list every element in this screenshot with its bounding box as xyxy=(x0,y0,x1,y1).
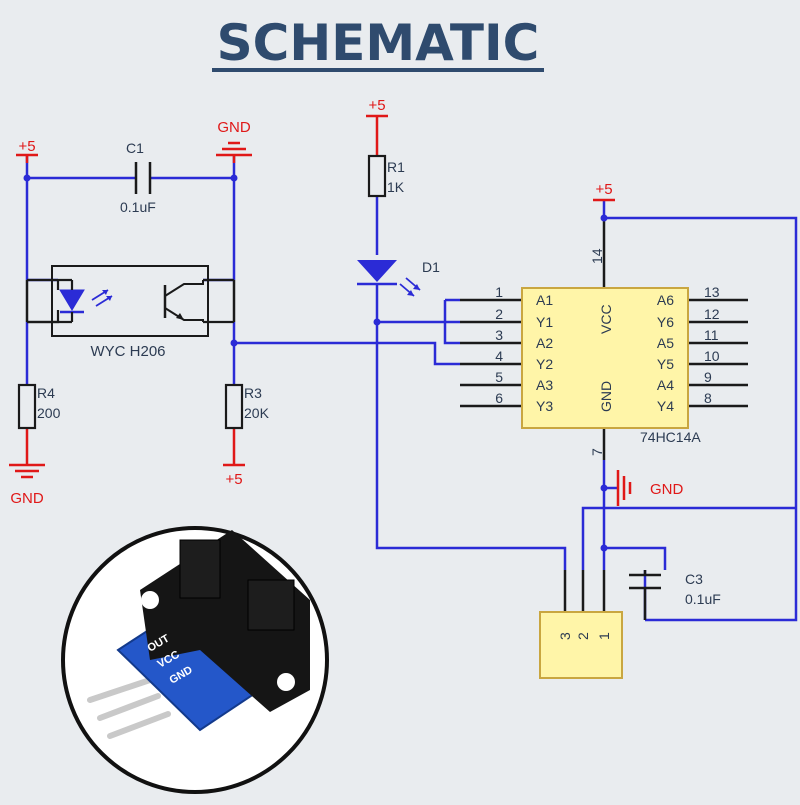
wire-gnd-to-c3 xyxy=(604,546,667,570)
gnd-symbol-top: GND xyxy=(216,119,252,163)
module-pins xyxy=(87,677,171,739)
gnd-label: GND xyxy=(217,119,251,136)
ic-pin-number: 3 xyxy=(495,327,503,343)
ic-vcc-pin: 14 xyxy=(589,248,605,264)
pin-leads xyxy=(25,218,748,612)
ic-pin-name: Y2 xyxy=(536,356,553,372)
ic-pin-number: 9 xyxy=(704,369,712,385)
resistor-r1: R1 1K xyxy=(367,154,405,198)
r3-value: 20K xyxy=(244,405,270,421)
connector-pin-number: 3 xyxy=(557,632,573,640)
vcc-label: +5 xyxy=(18,138,35,155)
r4-value: 200 xyxy=(37,405,61,421)
ic-pin-number: 1 xyxy=(495,284,503,300)
junction-dot xyxy=(600,214,608,222)
vcc-symbol-r1: +5 xyxy=(366,97,388,156)
ic-pin-name: A1 xyxy=(536,292,553,308)
vcc-symbol-ic: +5 xyxy=(593,181,615,202)
junction-dot xyxy=(373,318,381,326)
vcc-label: +5 xyxy=(225,471,242,488)
gnd-label: GND xyxy=(10,490,44,507)
junction-dot xyxy=(600,484,608,492)
ic-gnd-label: GND xyxy=(598,381,614,412)
ic-pin-name: Y3 xyxy=(536,398,553,414)
c1-value: 0.1uF xyxy=(120,199,156,215)
ic-pin-name: A6 xyxy=(657,292,674,308)
wire-d1-to-connector xyxy=(375,285,567,570)
ic-pin-number: 4 xyxy=(495,348,503,364)
r3-ref: R3 xyxy=(244,385,262,401)
ic-pin-number: 5 xyxy=(495,369,503,385)
r4-ref: R4 xyxy=(37,385,55,401)
ic-pin-number: 2 xyxy=(495,306,503,322)
c3-ref: C3 xyxy=(685,571,703,587)
ic-pin-number: 8 xyxy=(704,390,712,406)
wire-vcc-rail xyxy=(602,200,798,622)
wire-output-to-a2 xyxy=(234,341,460,366)
sensor-tower-left xyxy=(179,539,221,599)
mount-hole xyxy=(277,673,295,691)
capacitor-c3: C3 0.1uF xyxy=(629,570,721,620)
ic-pin-name: Y5 xyxy=(657,356,674,372)
vcc-label: +5 xyxy=(595,181,612,198)
junction-dot xyxy=(230,174,238,182)
ic-pin-name: A4 xyxy=(657,377,674,393)
r1-ref: R1 xyxy=(387,159,405,175)
vcc-symbol-r3: +5 xyxy=(223,428,245,488)
d1-ref: D1 xyxy=(422,259,440,275)
gnd-symbol-r4: GND xyxy=(9,428,45,507)
gnd-symbol-ic: GND xyxy=(616,470,684,506)
ic-pin-number: 6 xyxy=(495,390,503,406)
ic-pin-number: 12 xyxy=(704,306,720,322)
page-title: SCHEMATIC xyxy=(217,14,540,72)
ic-pin-name: Y1 xyxy=(536,314,553,330)
mount-hole xyxy=(141,591,159,609)
vcc-label: +5 xyxy=(368,97,385,114)
vcc-symbol-topleft: +5 xyxy=(16,138,38,163)
ic-ref: 74HC14A xyxy=(640,429,701,445)
r1-value: 1K xyxy=(387,179,405,195)
wire-a1-loop xyxy=(443,298,460,345)
connector-pin-number: 1 xyxy=(596,632,612,640)
ic-pin-number: 13 xyxy=(704,284,720,300)
led-icon xyxy=(357,260,397,282)
connector-pin-number: 2 xyxy=(575,632,591,640)
sensor-tower-right xyxy=(247,579,295,631)
optocoupler-ref: WYC H206 xyxy=(90,343,165,360)
junctions xyxy=(23,174,608,552)
title-underline xyxy=(212,68,544,72)
wire-connector-pin2 xyxy=(581,506,796,570)
optocoupler: WYC H206 xyxy=(27,265,234,360)
opto-led-icon xyxy=(59,289,85,311)
resistor-r3: R3 20K xyxy=(224,383,270,430)
ic-gnd-pin: 7 xyxy=(589,448,605,456)
ic-pin-name: A3 xyxy=(536,377,553,393)
ic-pin-number: 11 xyxy=(704,327,719,343)
ic-pin-number: 10 xyxy=(704,348,720,364)
c1-ref: C1 xyxy=(126,140,144,156)
junction-dot xyxy=(600,544,608,552)
c3-value: 0.1uF xyxy=(685,591,721,607)
ic-pin-name: A5 xyxy=(657,335,674,351)
capacitor-c1: C1 0.1uF xyxy=(120,140,156,215)
junction-dot xyxy=(230,339,238,347)
junction-dot xyxy=(23,174,31,182)
ic-pin-name: A2 xyxy=(536,335,553,351)
resistor-r4: R4 200 xyxy=(17,383,61,430)
gnd-label: GND xyxy=(650,481,684,498)
ic-vcc-label: VCC xyxy=(598,304,614,334)
ic-pin-name: Y6 xyxy=(657,314,674,330)
led-d1: D1 xyxy=(357,259,440,297)
ic-pin-name: Y4 xyxy=(657,398,674,414)
